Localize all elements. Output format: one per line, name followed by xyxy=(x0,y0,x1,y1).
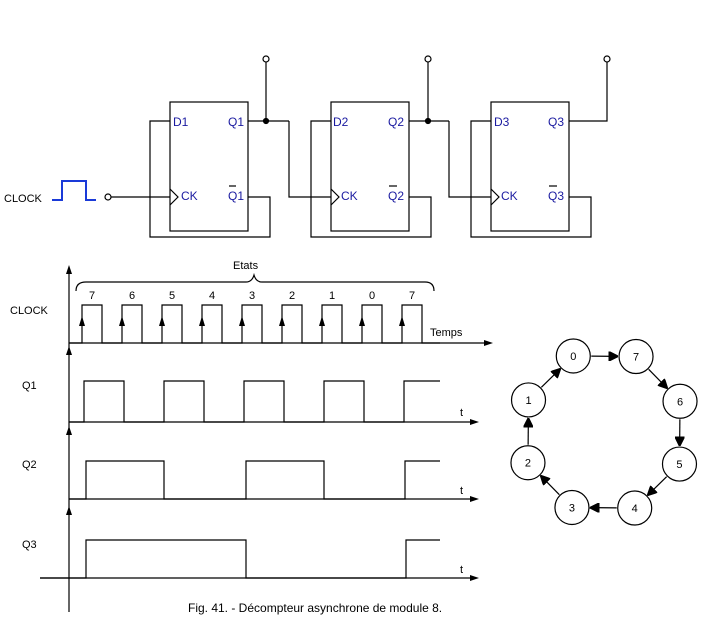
ff1-qbar-pin: Q1 xyxy=(228,189,244,203)
transition-arrow xyxy=(648,476,668,495)
state-transition-circle: 0 7 6 5 4 3 2 1 xyxy=(510,338,698,526)
state-node xyxy=(662,383,698,419)
ff3-q-pin: Q3 xyxy=(548,115,564,129)
t-label-q1: t xyxy=(460,407,463,419)
figure-caption: Fig. 41. - Décompteur asynchrone de modu… xyxy=(188,601,442,615)
state-node xyxy=(510,382,547,418)
state-number: 7 xyxy=(89,290,95,302)
waveform-clock xyxy=(69,304,440,344)
waveform-q3 xyxy=(40,539,440,579)
temps-label: Temps xyxy=(430,327,463,339)
state-number: 5 xyxy=(169,290,175,302)
state-node-label: 2 xyxy=(525,458,531,470)
state-node xyxy=(661,446,698,482)
state-node-label: 5 xyxy=(676,459,682,471)
state-node xyxy=(617,490,653,526)
state-number: 4 xyxy=(209,290,215,302)
circuit-schematic: CLOCK D1 Q1 CK Q1 D2 Q2 CK Q2 xyxy=(4,55,611,238)
timing-diagram: CLOCK Q1 Q2 Q3 Temps t t t Etats 7 6 5 4 3 2 1… xyxy=(10,260,493,612)
ff3-ck-pin: CK xyxy=(501,189,518,203)
state-node xyxy=(554,489,590,526)
rising-edge-arrow-icon xyxy=(239,316,245,326)
clock-input-terminal xyxy=(104,193,112,201)
ff3-qbar-pin: Q3 xyxy=(548,189,564,203)
state-node xyxy=(555,338,591,374)
clock-edge-arrows xyxy=(79,316,405,326)
ff2-qbar-pin: Q2 xyxy=(388,189,404,203)
rising-edge-arrow-icon xyxy=(119,316,125,326)
t-label-q3: t xyxy=(460,564,463,576)
state-number: 2 xyxy=(289,290,295,302)
ff1-q-pin: Q1 xyxy=(228,115,244,129)
ff3-d-pin: D3 xyxy=(494,115,510,129)
state-node-label: 4 xyxy=(632,503,638,515)
state-node-label: 7 xyxy=(633,352,639,364)
flipflop-2: D2 Q2 CK Q2 xyxy=(330,101,410,232)
transition-arrow xyxy=(541,476,560,496)
ff2-q-pin: Q2 xyxy=(388,115,404,129)
etats-label: Etats xyxy=(233,260,259,272)
state-node-label: 3 xyxy=(569,502,575,514)
ff2-ck-pin: CK xyxy=(341,189,358,203)
state-number: 1 xyxy=(329,290,335,302)
state-number: 3 xyxy=(249,290,255,302)
flipflop-1: D1 Q1 CK Q1 xyxy=(169,101,249,232)
waveform-q2 xyxy=(69,460,440,500)
rising-edge-arrow-icon xyxy=(399,316,405,326)
waveform-q1 xyxy=(69,380,440,423)
t-label-q2: t xyxy=(460,485,463,497)
ff1-ck-pin: CK xyxy=(181,189,198,203)
rising-edge-arrow-icon xyxy=(159,316,165,326)
state-node xyxy=(618,338,654,375)
signal-label-q3: Q3 xyxy=(22,539,37,551)
state-number: 7 xyxy=(409,290,415,302)
rising-edge-arrow-icon xyxy=(79,316,85,326)
rising-edge-arrow-icon xyxy=(199,316,205,326)
state-node-label: 0 xyxy=(570,351,576,363)
signal-label-clock: CLOCK xyxy=(10,305,49,317)
ff1-d-pin: D1 xyxy=(173,115,189,129)
state-labels: 7 6 5 4 3 2 1 0 7 xyxy=(89,290,415,302)
signal-label-q2: Q2 xyxy=(22,459,37,471)
transition-arrow xyxy=(540,369,559,388)
clock-input-label: CLOCK xyxy=(4,193,43,205)
state-number: 6 xyxy=(129,290,135,302)
state-number: 0 xyxy=(369,290,375,302)
state-node-label: 1 xyxy=(525,395,531,407)
rising-edge-arrow-icon xyxy=(319,316,325,326)
signal-label-q1: Q1 xyxy=(22,380,37,392)
flipflop-3: D3 Q3 CK Q3 xyxy=(490,101,570,232)
clock-pulse-icon xyxy=(52,180,96,201)
rising-edge-arrow-icon xyxy=(359,316,365,326)
state-node xyxy=(510,445,546,481)
rising-edge-arrow-icon xyxy=(279,316,285,326)
state-node-label: 6 xyxy=(677,396,683,408)
transition-arrow xyxy=(648,368,667,387)
ff2-d-pin: D2 xyxy=(333,115,349,129)
